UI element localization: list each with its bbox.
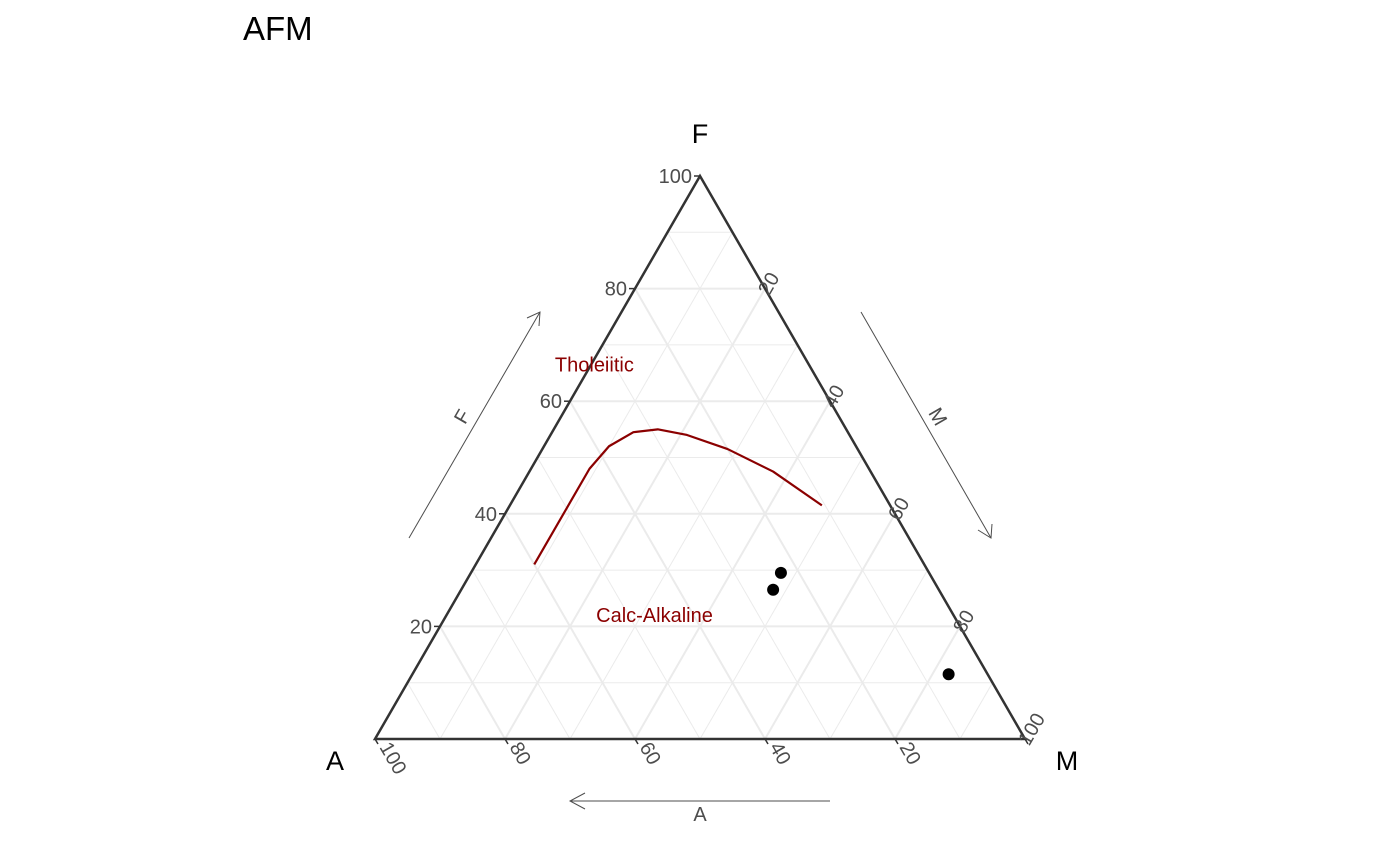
f-tick-label: 100 — [659, 166, 692, 188]
a-tick-label: 40 — [765, 739, 795, 769]
a-tick-label: 100 — [375, 739, 411, 779]
m-axis-arrow — [860, 311, 993, 539]
gridline-a — [407, 682, 441, 740]
gridline-m — [439, 232, 733, 740]
m-tick-mark — [829, 400, 834, 407]
gridline-m — [569, 344, 798, 740]
data-point — [774, 566, 787, 579]
f-tick-label: 60 — [540, 391, 562, 413]
region-label-tholeiitic: Tholeiitic — [555, 355, 634, 377]
gridline-m — [959, 682, 993, 740]
a-tick-mark — [764, 738, 769, 745]
gridline-a — [667, 232, 961, 740]
a-axis-title: A — [693, 804, 707, 826]
vertex-label-f: F — [692, 119, 709, 149]
data-point — [767, 583, 780, 596]
tholeiitic-calc-alkaline-boundary — [533, 428, 823, 566]
chart-title: AFM — [243, 10, 313, 47]
f-tick-label: 80 — [605, 279, 627, 301]
a-tick-label: 60 — [635, 739, 665, 769]
triangle-frame — [372, 173, 1028, 741]
m-tick-mark — [764, 288, 769, 294]
gridline-a — [537, 457, 701, 740]
a-axis-arrow — [568, 792, 830, 810]
boundary-line-layer — [533, 428, 823, 566]
gridline-m — [764, 513, 896, 740]
f-axis-title: F — [450, 406, 475, 428]
data-point — [942, 668, 955, 681]
ternary-grid — [407, 231, 993, 740]
data-points — [767, 566, 955, 681]
axis-ticks: 20 40 60 80 100 20 40 60 80 100 20 40 60 80 100 — [374, 166, 1050, 779]
m-tick-mark — [959, 626, 964, 632]
a-tick-mark — [634, 738, 639, 745]
m-tick-label: 40 — [819, 381, 849, 411]
gridline-a — [504, 513, 636, 740]
gridline-a — [472, 569, 571, 740]
m-tick-label: 20 — [754, 269, 784, 299]
m-axis-title: M — [924, 404, 951, 429]
region-label-calc-alkaline: Calc-Alkaline — [596, 605, 713, 627]
a-tick-mark — [504, 738, 509, 745]
m-tick-label: 80 — [949, 607, 979, 637]
m-tick-mark — [894, 513, 899, 520]
f-tick-label: 40 — [475, 504, 497, 526]
vertex-label-m: M — [1056, 746, 1079, 776]
vertex-label-a: A — [326, 746, 344, 776]
a-tick-label: 20 — [895, 739, 925, 769]
gridline-m — [894, 625, 961, 740]
m-tick-label: 60 — [884, 494, 914, 524]
a-tick-label: 80 — [505, 739, 535, 769]
triangle-border — [372, 173, 1028, 741]
a-tick-mark — [374, 738, 379, 745]
m-tick-label: 100 — [1014, 710, 1050, 750]
gridline-m — [829, 569, 928, 740]
m-tick-mark — [1024, 738, 1029, 745]
f-axis-arrow — [408, 311, 541, 539]
gridline-a — [439, 625, 506, 740]
gridline-m — [699, 457, 863, 740]
a-tick-mark — [894, 738, 899, 745]
gridline-a — [602, 344, 831, 740]
f-tick-label: 20 — [410, 616, 432, 638]
